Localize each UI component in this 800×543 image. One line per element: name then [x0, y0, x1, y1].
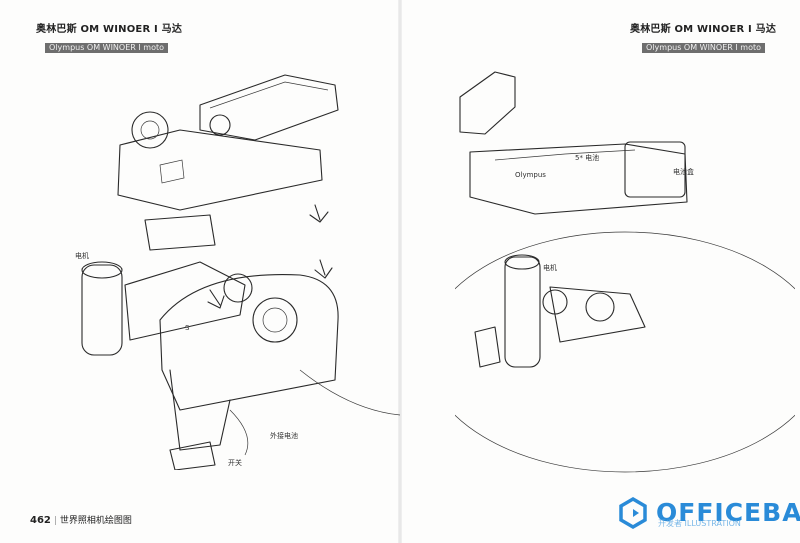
watermark: OFFICEBA 开发者 ILLUSTRATION — [618, 494, 800, 534]
page-footer: 462|世界照相机绘图图 — [30, 515, 132, 526]
left-header-title: 奥林巴斯 OM WINOER I 马达 — [36, 24, 183, 35]
left-page-header: 奥林巴斯 OM WINOER I 马达 Olympus OM WINOER I … — [36, 20, 183, 54]
label-external: 外接电池 — [270, 431, 298, 440]
label-s: S — [185, 324, 190, 332]
right-page — [400, 0, 800, 543]
label-battery: 5* 电池 — [575, 153, 599, 162]
book-gutter — [398, 0, 402, 543]
page-number: 462 — [30, 515, 51, 526]
watermark-brand: OFFICEBA — [656, 498, 800, 527]
left-motor-winder-sketch: 电机 开关 外接电池 S — [75, 74, 400, 470]
officeba-logo-icon — [619, 496, 647, 530]
right-battery-sketch: 5* 电池 电池盒 电机 Olympus — [455, 71, 795, 473]
watermark-sub: 开发者 ILLUSTRATION — [658, 519, 741, 528]
label-motor: 电机 — [75, 251, 89, 260]
label-brand: Olympus — [515, 171, 546, 179]
label-battery-box: 电池盒 — [673, 167, 694, 176]
right-header-title: 奥林巴斯 OM WINOER I 马达 — [630, 24, 777, 35]
left-page — [0, 0, 400, 543]
left-header-subtitle: Olympus OM WINOER I moto — [45, 43, 168, 53]
right-page-header: 奥林巴斯 OM WINOER I 马达 Olympus OM WINOER I … — [630, 20, 777, 54]
right-header-subtitle: Olympus OM WINOER I moto — [642, 43, 765, 53]
book-title: 世界照相机绘图图 — [59, 516, 132, 526]
label-switch: 开关 — [228, 458, 242, 467]
label-motor-right: 电机 — [543, 263, 557, 272]
